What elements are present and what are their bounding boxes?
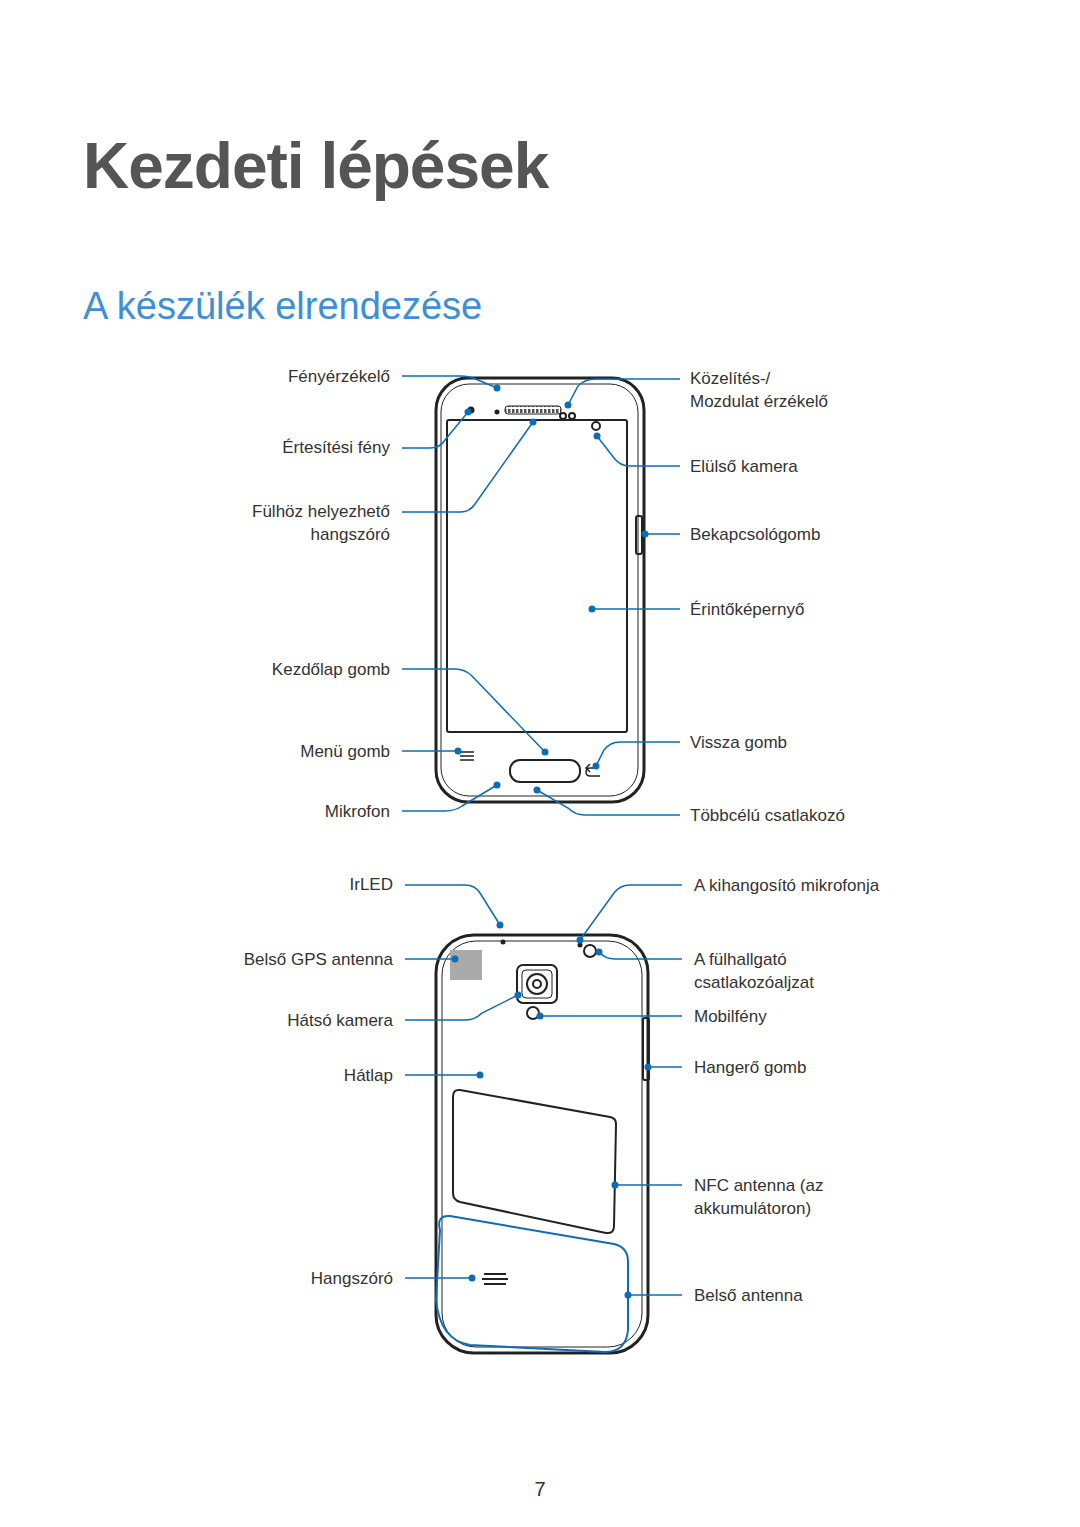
part-label: A kihangosító mikrofonja	[694, 874, 879, 897]
part-label: Érintőképernyő	[690, 598, 804, 621]
part-label: Bekapcsológomb	[690, 523, 820, 546]
part-label: Mikrofon	[325, 800, 390, 823]
part-label: Belső GPS antenna	[244, 948, 393, 971]
part-label: Fényérzékelő	[288, 365, 390, 388]
part-label: Vissza gomb	[690, 731, 787, 754]
part-label: Hangerő gomb	[694, 1056, 806, 1079]
part-label: Fülhöz helyezhető hangszóró	[230, 500, 390, 546]
part-label: Mobilfény	[694, 1005, 767, 1028]
part-label: Hátsó kamera	[287, 1009, 393, 1032]
part-label: Kezdőlap gomb	[272, 658, 390, 681]
part-label: Többcélú csatlakozó	[690, 804, 845, 827]
part-label: Hangszóró	[311, 1267, 393, 1290]
part-label: Belső antenna	[694, 1284, 803, 1307]
part-label: Értesítési fény	[282, 436, 390, 459]
part-label: Elülső kamera	[690, 455, 798, 478]
page-title: Kezdeti lépések	[83, 130, 548, 202]
part-label: IrLED	[350, 873, 393, 896]
part-label: Menü gomb	[300, 740, 390, 763]
part-label: NFC antenna (az akkumulátoron)	[694, 1174, 864, 1220]
part-label: Hátlap	[344, 1064, 393, 1087]
part-label: Közelítés-/ Mozdulat érzékelő	[690, 367, 840, 413]
part-label: A fülhallgató csatlakozóaljzat	[694, 948, 844, 994]
section-heading: A készülék elrendezése	[83, 284, 482, 328]
page-number: 7	[534, 1478, 545, 1501]
